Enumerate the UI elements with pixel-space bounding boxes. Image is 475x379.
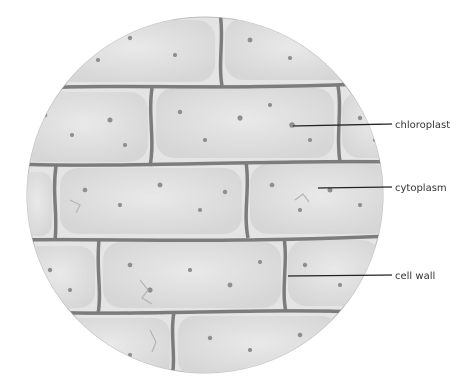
cell [20,92,148,162]
cell [250,164,390,234]
wall-line [172,312,174,374]
cell [288,240,380,306]
wall-line [150,88,152,166]
cell [60,168,242,234]
wall-line [220,12,222,86]
wall-line [98,240,99,314]
wall-line [55,166,56,240]
chloroplast-label: chloroplast [395,120,450,131]
cell [103,242,281,308]
cytoplasm-label: cytoplasm [395,183,447,194]
cell [156,88,334,158]
wall-line [284,238,286,312]
cell [55,20,215,82]
wall-line [246,162,248,238]
cell [225,18,355,80]
cell [22,172,52,236]
cells [20,18,402,374]
cell-tissue [18,12,402,374]
wall-line [338,86,340,162]
microscope-view [18,12,402,374]
cell-wall-label: cell wall [395,271,435,282]
